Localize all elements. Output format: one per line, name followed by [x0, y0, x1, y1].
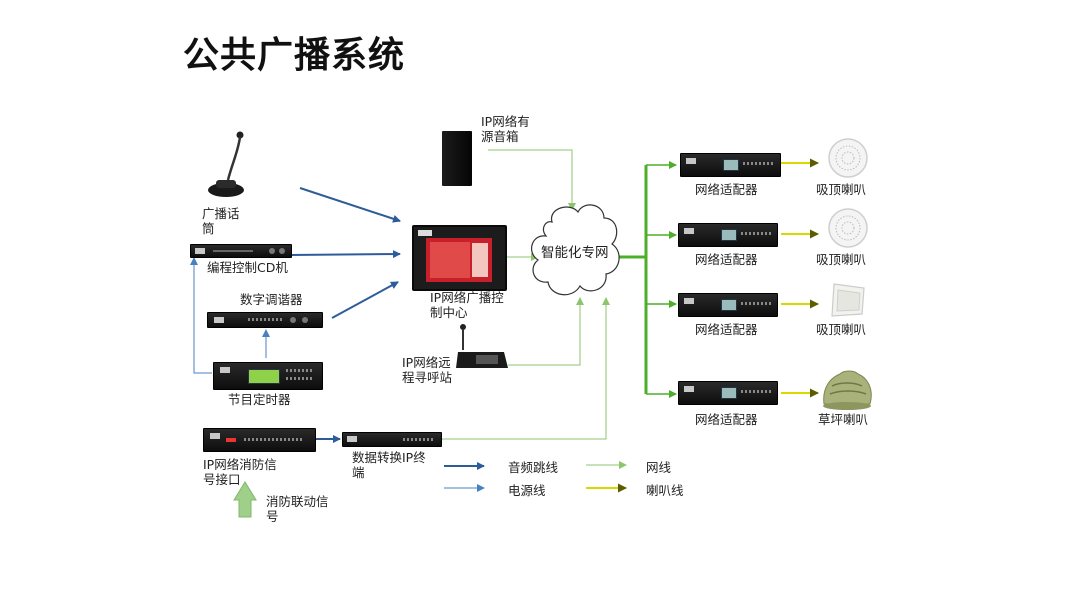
line-speaker-to-cloud — [488, 149, 576, 211]
speaker-label: 吸顶喇叭 — [816, 252, 867, 267]
legend-speaker-label: 喇叭线 — [646, 483, 684, 498]
tuner-label: 数字调谐器 — [240, 292, 303, 307]
line-paging-to-cloud — [508, 297, 584, 366]
control-center-label: IP网络广播控制中心 — [430, 290, 504, 320]
network-adapter-device — [678, 381, 778, 405]
microphone-icon — [208, 131, 244, 197]
line-tuner-to-center — [331, 281, 399, 319]
line-terminal-to-cloud — [442, 297, 610, 440]
cloud-shape — [530, 204, 620, 296]
line-mic-to-center — [299, 187, 401, 223]
data-terminal-device — [342, 432, 442, 447]
paging-station-label: IP网络远程寻呼站 — [402, 355, 453, 385]
line-timer-to-cd — [190, 257, 212, 374]
active-speaker-label: IP网络有源音箱 — [481, 114, 530, 144]
paging-station-icon — [456, 324, 508, 368]
lawn-speaker-icon — [823, 370, 872, 410]
line-cd-to-center — [289, 250, 401, 259]
network-adapter-device — [678, 293, 778, 317]
timer-device — [213, 362, 323, 390]
fire-signal-label: 消防联动信号 — [266, 494, 329, 524]
ceiling-speaker-icon — [828, 138, 868, 178]
control-center-device — [412, 225, 507, 291]
speaker-label: 吸顶喇叭 — [816, 322, 867, 337]
control-center-screen — [426, 238, 492, 282]
page-title: 公共广播系统 — [183, 35, 406, 76]
speaker-label: 吸顶喇叭 — [816, 182, 867, 197]
tuner-device — [207, 312, 323, 328]
active-speaker-icon — [442, 131, 472, 186]
adapter-label: 网络适配器 — [695, 182, 758, 197]
legend-network-label: 网线 — [646, 460, 672, 475]
mic-label: 广播话筒 — [202, 206, 240, 236]
adapter-label: 网络适配器 — [695, 322, 758, 337]
network-adapter-device — [680, 153, 781, 177]
adapter-label: 网络适配器 — [695, 252, 758, 267]
data-terminal-label: 数据转换IP终端 — [352, 450, 426, 480]
cd-label: 编程控制CD机 — [207, 260, 288, 275]
adapter-label: 网络适配器 — [695, 412, 758, 427]
legend-audio-label: 音频跳线 — [508, 460, 559, 475]
timer-label: 节目定时器 — [228, 392, 291, 407]
fire-interface-label: IP网络消防信号接口 — [203, 457, 277, 487]
ceiling-speaker-icon — [828, 208, 868, 248]
cd-player-device — [190, 244, 292, 258]
network-adapter-device — [678, 223, 778, 247]
fire-signal-arrow — [233, 481, 257, 518]
legend-power-label: 电源线 — [508, 483, 546, 498]
wall-speaker-icon — [831, 283, 865, 317]
fire-interface-device — [203, 428, 316, 452]
cloud-label: 智能化专网 — [541, 245, 609, 261]
speaker-label: 草坪喇叭 — [818, 412, 869, 427]
